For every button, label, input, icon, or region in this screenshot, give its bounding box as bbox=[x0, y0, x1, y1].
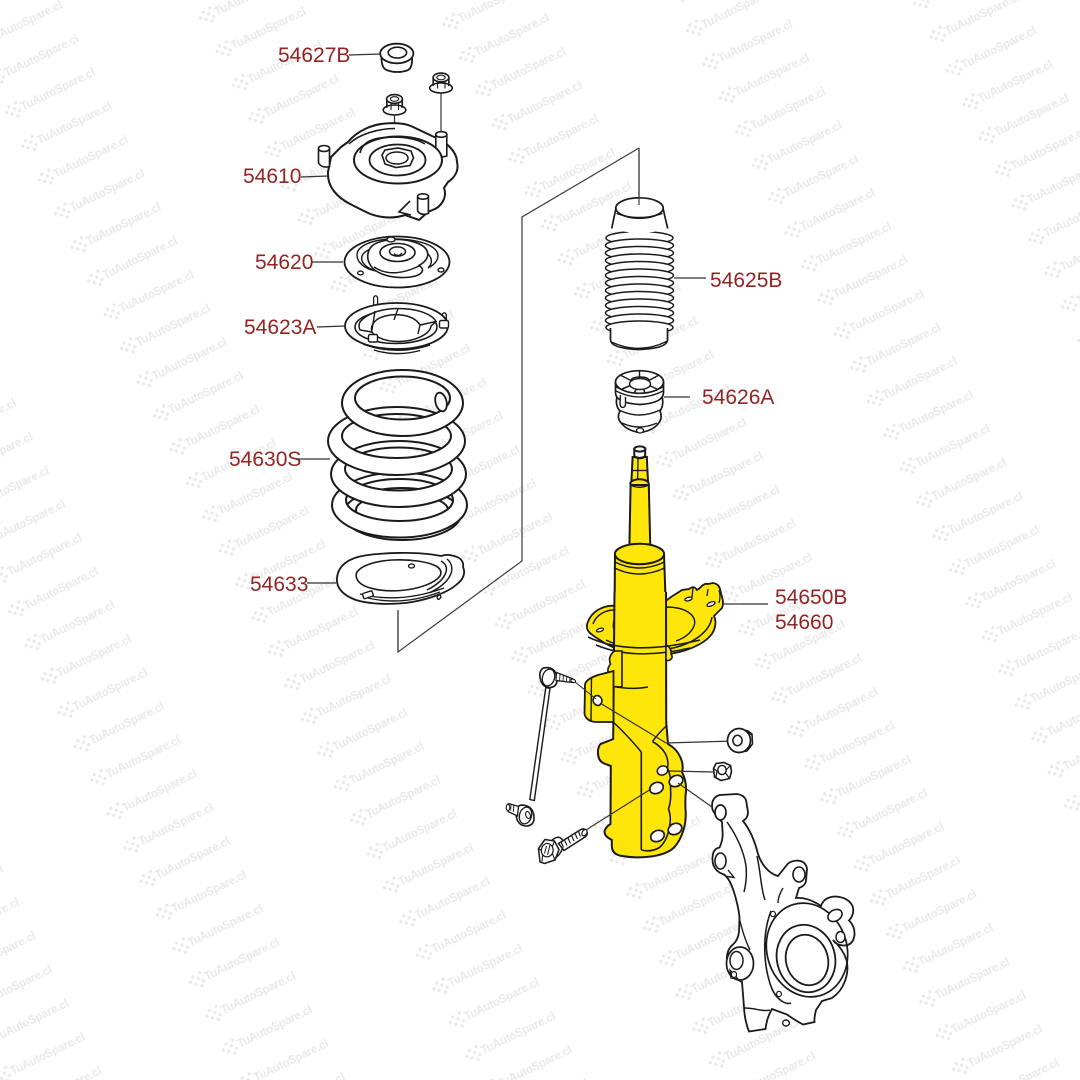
svg-text:54620: 54620 bbox=[255, 251, 313, 274]
svg-text:54650B: 54650B bbox=[775, 586, 847, 609]
svg-text:54633: 54633 bbox=[250, 573, 308, 596]
svg-text:54660: 54660 bbox=[775, 611, 833, 634]
svg-text:54630S: 54630S bbox=[229, 448, 301, 471]
svg-text:54627B: 54627B bbox=[278, 44, 350, 67]
svg-text:54626A: 54626A bbox=[702, 386, 774, 409]
svg-text:54610: 54610 bbox=[243, 165, 301, 188]
svg-text:54625B: 54625B bbox=[710, 269, 782, 292]
svg-text:54623A: 54623A bbox=[244, 316, 316, 339]
